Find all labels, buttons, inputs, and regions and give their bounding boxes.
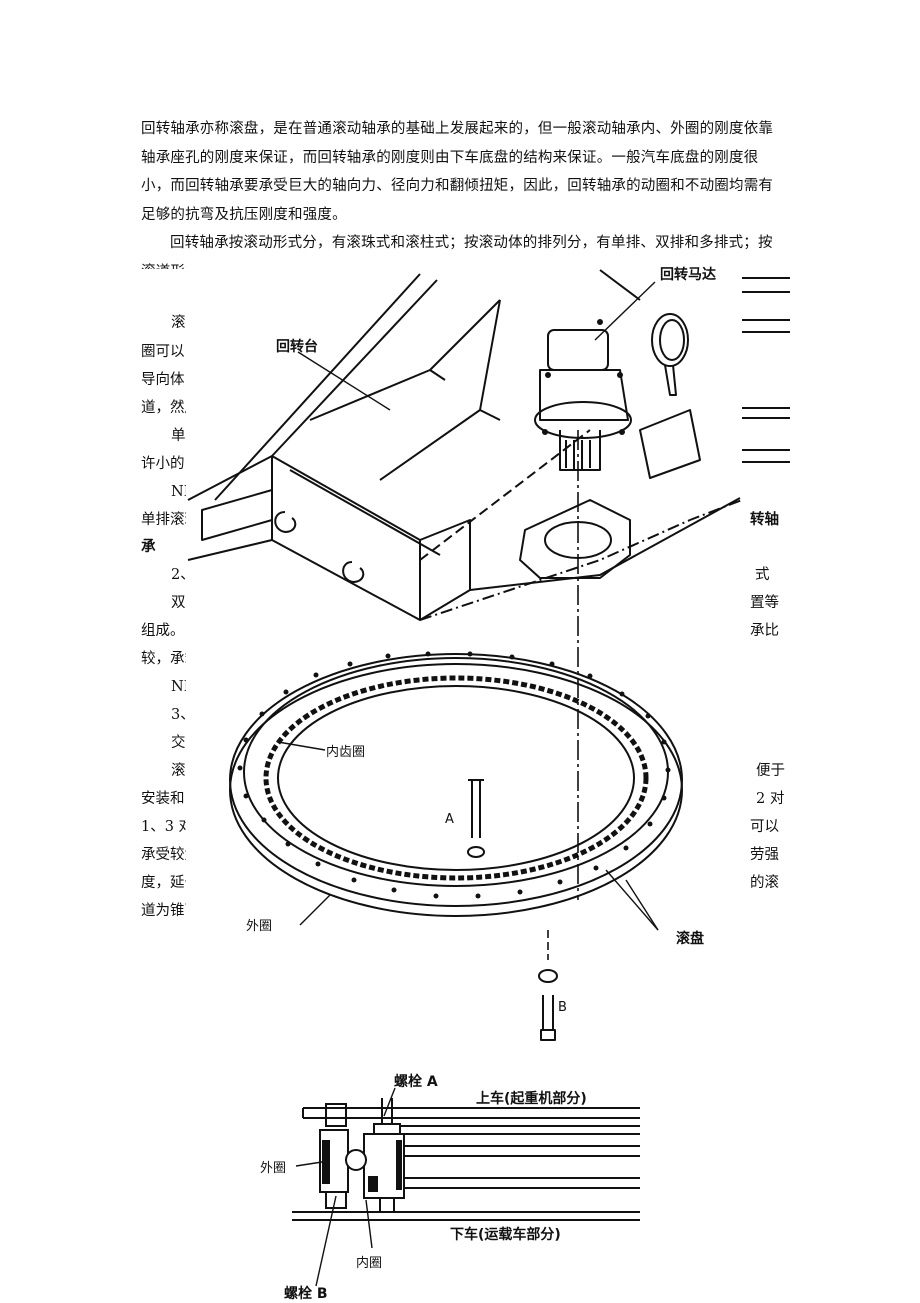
text-fragment: 导向体	[141, 372, 185, 388]
text-fragment: 安装和	[141, 791, 185, 807]
text-fragment: 圈可以	[141, 344, 185, 360]
text-fragment: 便于	[756, 763, 785, 779]
text-fragment: 的滚	[750, 875, 779, 891]
label-bolt-a-section: 螺栓 A	[394, 1074, 438, 1090]
label-inner-ring: 内齿圈	[326, 745, 366, 760]
text-fragment: 承	[141, 538, 156, 555]
label-outer-section: 外圈	[260, 1161, 287, 1176]
label-bolt-b-section: 螺栓 B	[284, 1286, 328, 1302]
text-fragment: 转轴	[750, 511, 779, 528]
label-upper-car: 上车(起重机部分)	[476, 1091, 587, 1107]
text-fragment: 劳强	[750, 847, 779, 863]
text-fragment: 单排滚珠	[141, 512, 199, 528]
text-fragment: 可以	[750, 819, 779, 835]
text-fragment: 1、3 对	[141, 819, 194, 835]
label-inner-section: 内圈	[356, 1256, 383, 1271]
text-fragment: 较，承载	[141, 651, 199, 667]
label-bearing: 滚盘	[676, 931, 704, 947]
text-fragment: 承受较大	[141, 847, 199, 863]
text-fragment: 2 对	[756, 791, 785, 807]
text-fragment: 道为锥面	[141, 903, 199, 919]
label-bolt-a: A	[445, 812, 454, 827]
text-fragment: 许小的	[141, 456, 185, 472]
text-fragment: 度，延长	[141, 875, 199, 891]
text-fragment: 置等	[750, 595, 779, 611]
label-turntable: 回转台	[276, 339, 318, 355]
text-fragment: 承比	[750, 623, 779, 639]
label-outer-ring: 外圈	[246, 919, 273, 934]
text-fragment: 道，然后	[141, 400, 199, 416]
paragraph-1: 回转轴承亦称滚盘，是在普通滚动轴承的基础上发展起来的，但一般滚动轴承内、外圈的刚…	[141, 121, 774, 223]
label-motor: 回转马达	[660, 267, 716, 283]
label-bolt-b: B	[558, 1000, 567, 1015]
text-fragment: 式	[755, 567, 770, 583]
text-fragment: 组成。	[141, 623, 185, 639]
label-lower-car: 下车(运载车部分)	[450, 1227, 561, 1243]
